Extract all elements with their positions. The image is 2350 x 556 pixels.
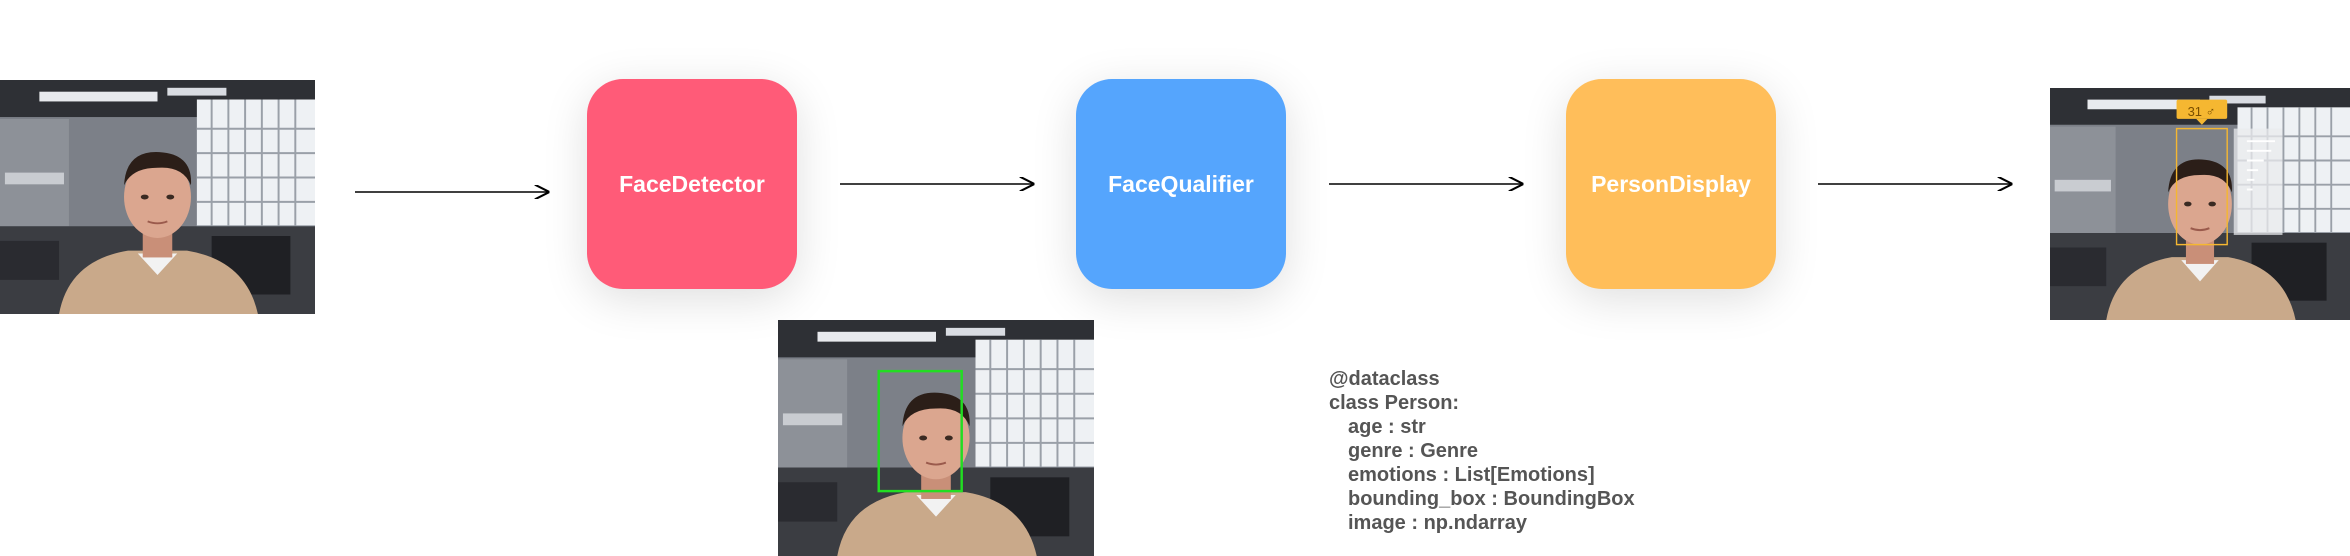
stage-face-qualifier[interactable]: FaceQualifier — [1076, 79, 1286, 289]
output-photo: 31 ♂ — [2050, 88, 2350, 320]
stage-person-display[interactable]: PersonDisplay — [1566, 79, 1776, 289]
code-class-line: class Person: — [1329, 392, 1460, 414]
info-panel — [2233, 128, 2283, 235]
arrow-detector-to-qualifier — [840, 177, 1035, 191]
stage-label: FaceQualifier — [1108, 170, 1254, 197]
detected-face-photo — [778, 320, 1094, 556]
webcam-photo-with-face-box-icon — [778, 320, 1094, 556]
face-bounding-box — [877, 369, 963, 493]
person-dataclass-code: @dataclass class Person: age : str genre… — [1329, 367, 1635, 535]
info-panel-lines — [2246, 140, 2275, 191]
age-badge — [2176, 99, 2228, 119]
arrow-qualifier-to-display — [1329, 177, 1524, 191]
webcam-photo-with-overlay-icon — [2050, 88, 2350, 320]
webcam-photo-icon — [0, 80, 315, 314]
stage-label: FaceDetector — [619, 170, 765, 197]
age-badge-label: 31 ♂ — [2187, 104, 2216, 119]
code-decorator: @dataclass — [1329, 368, 1440, 390]
stage-label: PersonDisplay — [1591, 170, 1751, 197]
code-field: age : str — [1348, 416, 1426, 438]
input-photo — [0, 80, 315, 314]
code-field: bounding_box : BoundingBox — [1348, 488, 1635, 510]
face-bounding-box — [2175, 127, 2228, 246]
stage-face-detector[interactable]: FaceDetector — [587, 79, 797, 289]
code-field: emotions : List[Emotions] — [1348, 464, 1595, 486]
arrow-display-to-output — [1818, 177, 2013, 191]
code-field: genre : Genre — [1348, 440, 1479, 462]
code-field: image : np.ndarray — [1348, 512, 1527, 534]
arrow-input-to-detector — [355, 185, 550, 199]
